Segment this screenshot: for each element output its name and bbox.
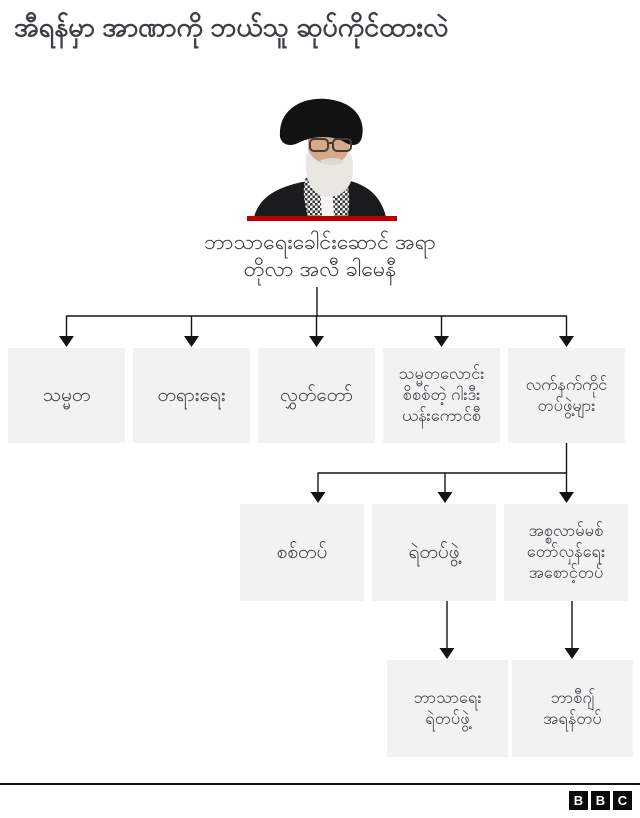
org-box-police-label: ရဲတပ်ဖွဲ့ bbox=[408, 541, 460, 563]
org-box-army-label: စစ်တပ် bbox=[276, 541, 328, 563]
bbc-logo-block-1: B bbox=[569, 791, 588, 810]
org-box-army: စစ်တပ် bbox=[240, 504, 364, 601]
org-box-armed-forces-line1: လက်နက်ကိုင် bbox=[525, 375, 608, 394]
org-box-armed-forces: လက်နက်ကိုင် တပ်ဖွဲ့များ bbox=[508, 348, 625, 443]
bbc-logo-block-2: B bbox=[591, 791, 610, 810]
org-box-basij-reserve-line1: ဘာစီဂျ် bbox=[550, 688, 595, 707]
org-box-guardian-council: သမ္မတလောင်း စိစစ်တဲ့ ဂါးဒီး ယန်းကောင်စီ bbox=[383, 348, 500, 443]
org-box-president-label: သမ္မတ bbox=[42, 384, 91, 406]
org-box-parliament-label: လွှတ်တော် bbox=[280, 384, 353, 406]
org-box-judiciary: တရားရေး bbox=[133, 348, 250, 443]
page-title: အီရန်မှာ အာဏာကို ဘယ်သူ ဆုပ်ကိုင်ထားလဲ bbox=[14, 12, 449, 42]
leader-caption-line1: ဘာသာရေးခေါင်းဆောင် အရာ bbox=[204, 230, 436, 254]
org-box-religious-police: ဘာသာရေး ရဲတပ်ဖွဲ့ bbox=[387, 660, 508, 757]
bbc-logo-block-3: C bbox=[613, 791, 632, 810]
org-box-revolutionary-guard-line1: အစ္စလာမ်မစ် bbox=[528, 522, 604, 540]
org-box-guardian-council-line3: ယန်းကောင်စီ bbox=[401, 407, 482, 425]
org-box-revolutionary-guard-line3: အစောင့်တပ် bbox=[528, 564, 604, 582]
org-box-revolutionary-guard: အစ္စလာမ်မစ် တော်လှန်ရေး အစောင့်တပ် bbox=[504, 504, 628, 601]
leader-portrait-image bbox=[250, 93, 390, 217]
footer-divider bbox=[0, 783, 640, 785]
org-box-religious-police-line2: ရဲတပ်ဖွဲ့ bbox=[425, 709, 470, 728]
org-box-religious-police-line1: ဘာသာရေး bbox=[413, 688, 482, 707]
org-box-parliament: လွှတ်တော် bbox=[258, 348, 375, 443]
org-box-guardian-council-line2: စိစစ်တဲ့ ဂါးဒီး bbox=[402, 386, 481, 404]
leader-portrait-drawing bbox=[254, 98, 386, 217]
org-box-guardian-council-line1: သမ္မတလောင်း bbox=[398, 365, 485, 383]
org-box-basij-reserve: ဘာစီဂျ် အရန်တပ် bbox=[512, 660, 633, 757]
leader-caption: ဘာသာရေးခေါင်းဆောင် အရာ တိုလာ အလီ ခါမေနီ bbox=[0, 229, 640, 283]
leader-caption-line2: တိုလာ အလီ ခါမေနီ bbox=[243, 257, 397, 281]
portrait-accent-bar bbox=[247, 216, 397, 221]
org-box-judiciary-label: တရားရေး bbox=[157, 384, 226, 406]
org-box-basij-reserve-line2: အရန်တပ် bbox=[543, 709, 602, 728]
org-box-armed-forces-line2: တပ်ဖွဲ့များ bbox=[537, 396, 596, 415]
bbc-logo: B B C bbox=[569, 791, 632, 810]
org-box-police: ရဲတပ်ဖွဲ့ bbox=[372, 504, 496, 601]
org-box-revolutionary-guard-line2: တော်လှန်ရေး bbox=[526, 543, 606, 561]
org-box-president: သမ္မတ bbox=[8, 348, 125, 443]
